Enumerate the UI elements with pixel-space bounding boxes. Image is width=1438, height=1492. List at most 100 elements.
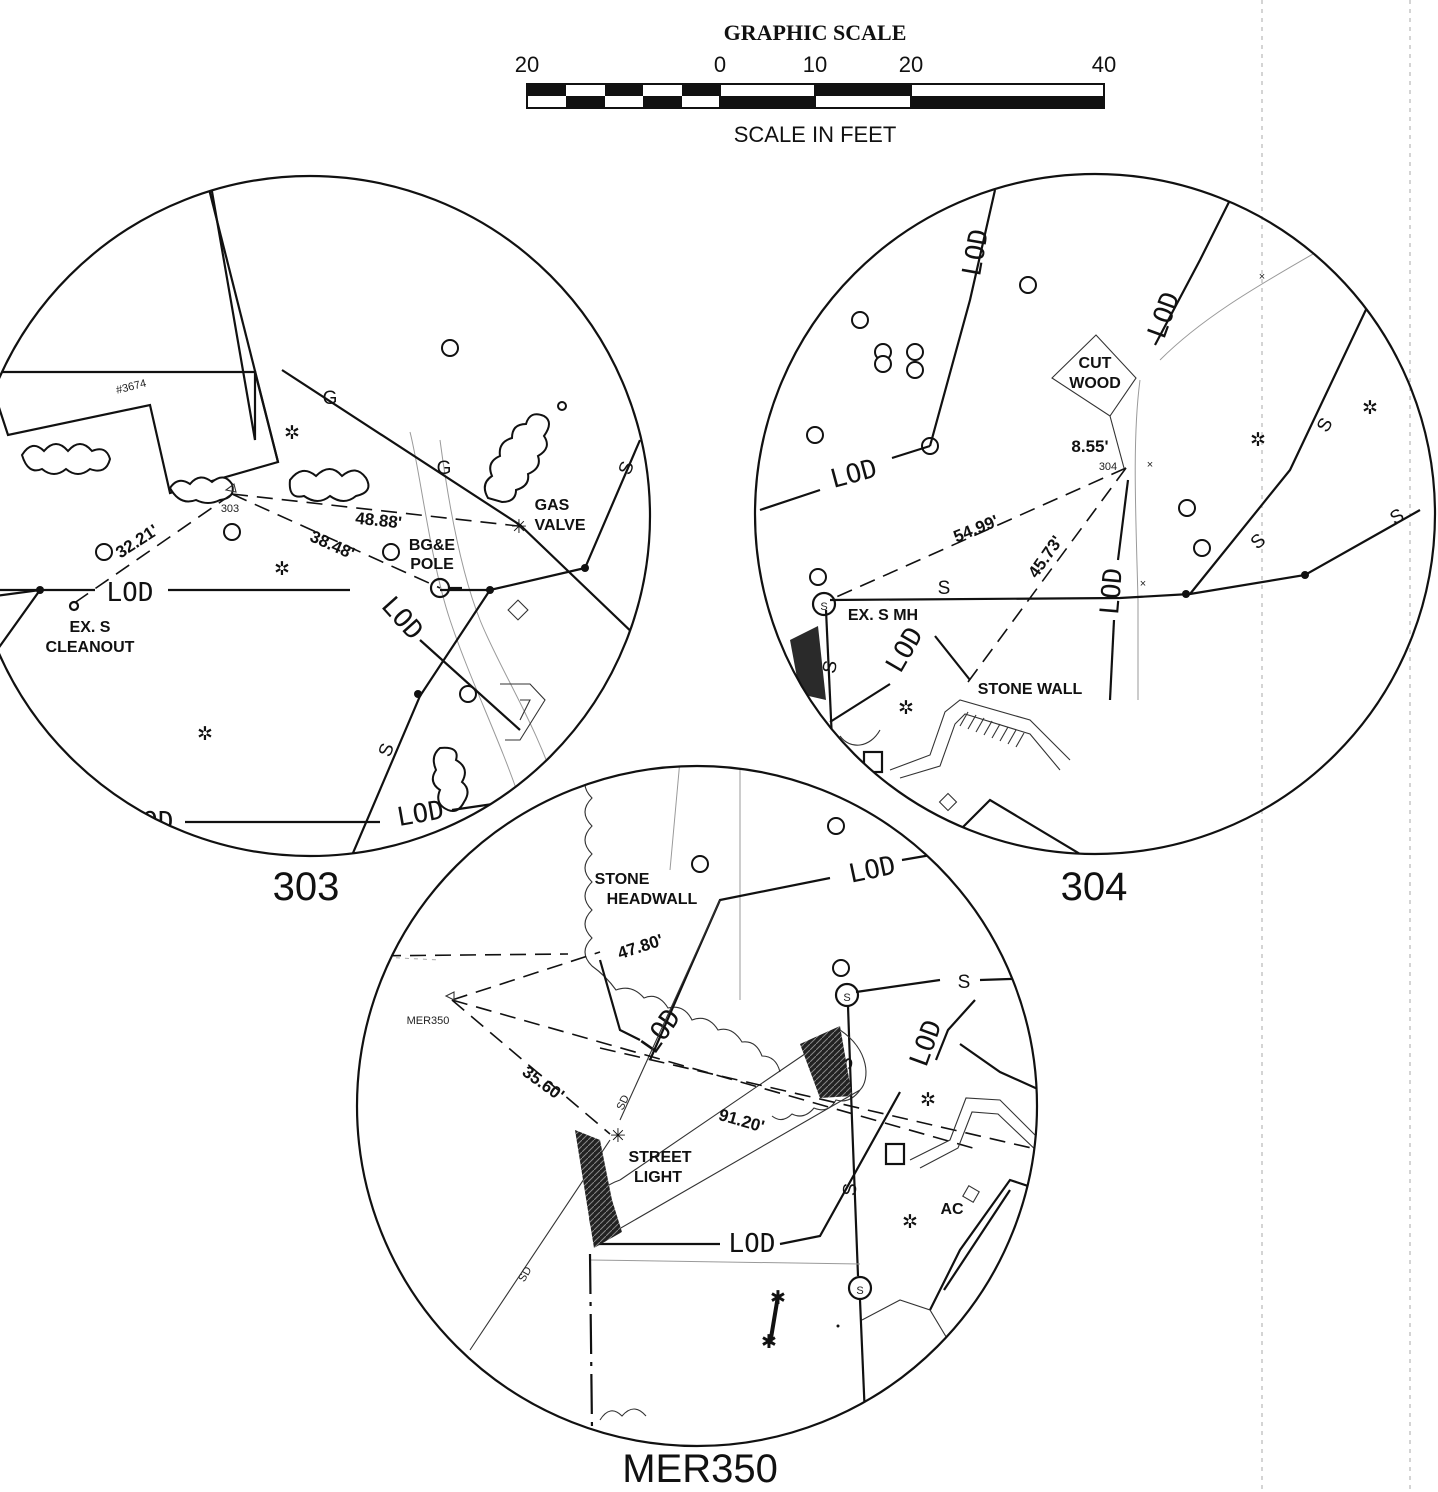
tree-symbol (441, 339, 459, 357)
walk-outline (861, 1299, 961, 1361)
lod-line (829, 683, 891, 723)
tree-symbol (459, 685, 477, 703)
lod-line (1108, 619, 1116, 701)
property-line (588, 1253, 594, 1431)
headwall-label: STONE (595, 871, 650, 888)
tree-symbol (809, 568, 827, 586)
dimension-line (231, 493, 441, 589)
gas-line-label: G (437, 458, 452, 479)
cut-wood-label: CUT (1079, 355, 1112, 372)
gas-valve-label: GAS (535, 497, 570, 514)
manhole-s-glyph: S (856, 1285, 863, 1297)
driveway-edge (409, 431, 521, 801)
pipe-outline (599, 1029, 861, 1241)
stone-wall-outline (899, 713, 1061, 779)
point-label: 304 (1099, 461, 1117, 473)
bush-icon: ✲ (1362, 398, 1378, 419)
survey-marker-icon: ✱ (761, 1332, 777, 1353)
sewer-node (486, 586, 494, 594)
lod-label: LOD (395, 795, 446, 833)
scale-tick-label: 20 (899, 52, 923, 77)
fence-line (1134, 379, 1141, 700)
reference-line (359, 953, 569, 957)
scale-title: GRAPHIC SCALE (724, 20, 907, 45)
shrub-row (483, 413, 550, 504)
scale-segment (605, 84, 643, 96)
sewer-line (1189, 279, 1381, 595)
utility-box (884, 1142, 906, 1166)
lod-line (419, 639, 521, 731)
sewer-line-label: S (840, 1182, 862, 1196)
lod-line (1154, 199, 1231, 346)
dimension-line (833, 467, 1127, 599)
detail-304: × × × ✲ ✲ ✲ LOD LOD LOD (753, 172, 1437, 909)
headwall-label: HEADWALL (607, 891, 698, 908)
detail-303-circle (0, 175, 651, 857)
dimension-line (451, 951, 601, 1001)
street-light-icon: ✳ (610, 1126, 626, 1147)
lod-label: LOD (1142, 288, 1186, 342)
sewer-node (1301, 571, 1309, 579)
dimension-label: 54.99' (951, 511, 1001, 546)
street-light-label: STREET (628, 1149, 691, 1166)
manhole-s-glyph: S (820, 601, 827, 613)
stone-wall-outline (909, 1097, 1037, 1161)
detail-mer350-title: MER350 (622, 1447, 778, 1491)
lod-label: LOD (729, 1229, 776, 1259)
sewer-line-label: S (1387, 505, 1408, 530)
fence-x-icon: × (1140, 578, 1146, 590)
detail-304-circle (753, 172, 1437, 856)
sewer-node (414, 690, 422, 698)
lod-line (934, 635, 971, 681)
detail-mer350-circle (355, 764, 1039, 1448)
dimension-line (231, 493, 519, 527)
detail-304-title: 304 (1061, 865, 1128, 909)
dimension-label: 38.48' (307, 527, 357, 563)
lod-line (928, 189, 997, 447)
lod-label: LOD (127, 807, 174, 837)
building-outline (943, 1189, 1011, 1291)
tree-symbol (1178, 499, 1196, 517)
control-point-icon (224, 483, 237, 493)
bush-icon: ✲ (1250, 430, 1266, 451)
tree-symbol (832, 959, 850, 977)
hatched-area (575, 1130, 622, 1248)
point-label: 303 (221, 503, 239, 515)
dimension-line (451, 999, 981, 1151)
survey-marker-icon: ✱ (770, 1288, 786, 1309)
pole-label: BG&E (409, 537, 456, 554)
dimension-line (451, 999, 611, 1135)
lod-line (779, 1091, 901, 1246)
scale-unit-label: SCALE IN FEET (734, 122, 897, 147)
house-number: #3674 (115, 378, 148, 397)
ac-label: AC (940, 1201, 964, 1218)
scale-segment (527, 84, 566, 96)
sewer-line-label: S (1247, 530, 1270, 554)
driveway-edge (589, 1259, 861, 1265)
sewer-line-label: S (375, 741, 399, 760)
hatched-area (800, 1026, 852, 1098)
building-wall (206, 184, 280, 463)
detail-mer350-backdrop (357, 766, 1037, 1446)
tree-symbol (382, 543, 400, 561)
sewer-node (1182, 590, 1190, 598)
stone-wall-label: STONE WALL (978, 681, 1083, 698)
building-outline (0, 179, 257, 441)
building-outline (959, 798, 1091, 854)
lod-line (891, 444, 931, 460)
bush-icon: ✲ (920, 1090, 936, 1111)
pipe-outline (839, 1029, 867, 1091)
shrub-row (288, 468, 370, 502)
bush-icon: ✲ (902, 1212, 918, 1233)
sewer-line-label: S (1313, 415, 1338, 436)
control-point-icon (444, 991, 455, 1001)
gas-line-label: G (323, 388, 338, 409)
stone-wall-outline (919, 1111, 1037, 1169)
tree-symbol (95, 543, 113, 561)
scale-segment (566, 96, 605, 108)
fence-x-icon: × (1259, 271, 1265, 283)
headwall-outline (598, 959, 641, 1041)
lod-line (934, 999, 976, 1061)
scale-segment (643, 96, 682, 108)
dimension-label: 32.21' (112, 521, 161, 562)
